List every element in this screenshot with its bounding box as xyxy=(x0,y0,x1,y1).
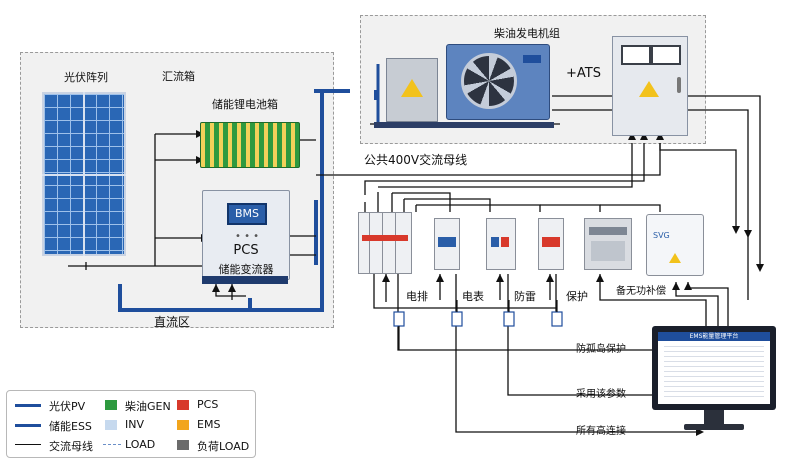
legend-pcs-swatch xyxy=(177,400,189,410)
ems-screen: EMS能量管理平台 xyxy=(658,332,770,404)
ats-warning-icon xyxy=(639,81,659,97)
ac-bus-label: 公共400V交流母线 xyxy=(364,153,468,167)
pcs-base xyxy=(202,276,288,284)
genset-control-box xyxy=(386,58,438,122)
ems-screen-table xyxy=(664,346,764,398)
legend-pv-label: 光伏PV xyxy=(49,400,86,413)
legend-ems-label: EMS xyxy=(197,418,221,431)
genset-brand-badge xyxy=(523,55,541,63)
breaker-meter xyxy=(434,218,460,270)
breaker-spd xyxy=(486,218,516,270)
pcs-title: PCS xyxy=(233,243,259,258)
legend-load-line xyxy=(103,444,121,445)
legend: 光伏PV 储能ESS 交流母线 柴油GEN INV LOAD PCS EMS 负… xyxy=(6,390,256,458)
warning-icon xyxy=(401,79,423,97)
ems-screen-title: EMS能量管理平台 xyxy=(689,333,739,340)
genset-base xyxy=(374,122,554,128)
pcs-cabinet: BMS • • • PCS 储能变流器 xyxy=(202,190,290,280)
battery-label: 储能锂电池箱 xyxy=(212,98,278,111)
dc-bus-lines xyxy=(118,89,378,312)
pv-array-label: 光伏阵列 xyxy=(64,71,108,84)
legend-gen-label: 柴油GEN xyxy=(125,400,171,413)
svg-warning-icon xyxy=(669,253,681,263)
legend-ess-label: 储能ESS xyxy=(49,420,92,433)
bms-display: BMS xyxy=(227,203,267,225)
reactive-comp-device xyxy=(584,218,632,270)
ems-monitor-stand xyxy=(704,410,724,424)
ats-meter-right xyxy=(651,45,681,65)
ems-monitor-base xyxy=(684,424,744,430)
legend-inv-label: INV xyxy=(125,418,144,431)
legend-pv-line xyxy=(15,404,41,407)
legend-load2-swatch xyxy=(177,440,189,450)
legend-acbus-line xyxy=(15,444,41,445)
svg-device: SVG xyxy=(646,214,704,276)
pcs-indicator-dots: • • • xyxy=(235,231,260,242)
anti-island-label: 防孤岛保护 xyxy=(576,344,626,355)
genset-radiator xyxy=(446,44,550,120)
breaker-label-2: 防雷 xyxy=(514,290,536,303)
ct-sensors xyxy=(393,311,563,327)
breaker-protect xyxy=(538,218,564,270)
legend-pcs-label: PCS xyxy=(197,398,219,411)
ems-monitor: EMS能量管理平台 xyxy=(652,326,776,410)
genset-title: 柴油发电机组 xyxy=(494,27,560,40)
pv-array-divider-h xyxy=(42,174,126,176)
bms-label: BMS xyxy=(234,207,260,220)
breaker-label-1: 电表 xyxy=(462,290,484,303)
breaker-label-3: 保护 xyxy=(566,290,588,303)
ems-screen-header xyxy=(658,332,770,341)
legend-ess-line xyxy=(15,424,41,427)
pcs-subtitle: 储能变流器 xyxy=(218,263,274,276)
legend-load2-label: 负荷LOAD xyxy=(197,440,250,453)
legend-load-label: LOAD xyxy=(125,438,156,451)
dc-zone-label: 直流区 xyxy=(154,315,191,329)
ats-handle xyxy=(677,77,681,93)
combiner-label: 汇流箱 xyxy=(162,70,195,83)
legend-gen-swatch xyxy=(105,400,117,410)
ats-cabinet xyxy=(612,36,688,136)
reactive-comp-label: 备无功补偿 xyxy=(616,286,666,297)
svg-label: SVG xyxy=(653,231,670,240)
ats-label: +ATS xyxy=(566,66,601,81)
legend-acbus-label: 交流母线 xyxy=(49,440,93,453)
battery-rack xyxy=(200,122,300,168)
ats-meter-left xyxy=(621,45,651,65)
legend-ems-swatch xyxy=(177,420,189,430)
breaker-4pole xyxy=(358,212,412,274)
breaker-label-0: 电排 xyxy=(406,290,428,303)
all-connect-label: 所有高连接 xyxy=(576,426,626,437)
fan-icon xyxy=(461,53,517,109)
legend-inv-swatch xyxy=(105,420,117,430)
sampling-label: 采用该参数 xyxy=(576,389,626,400)
